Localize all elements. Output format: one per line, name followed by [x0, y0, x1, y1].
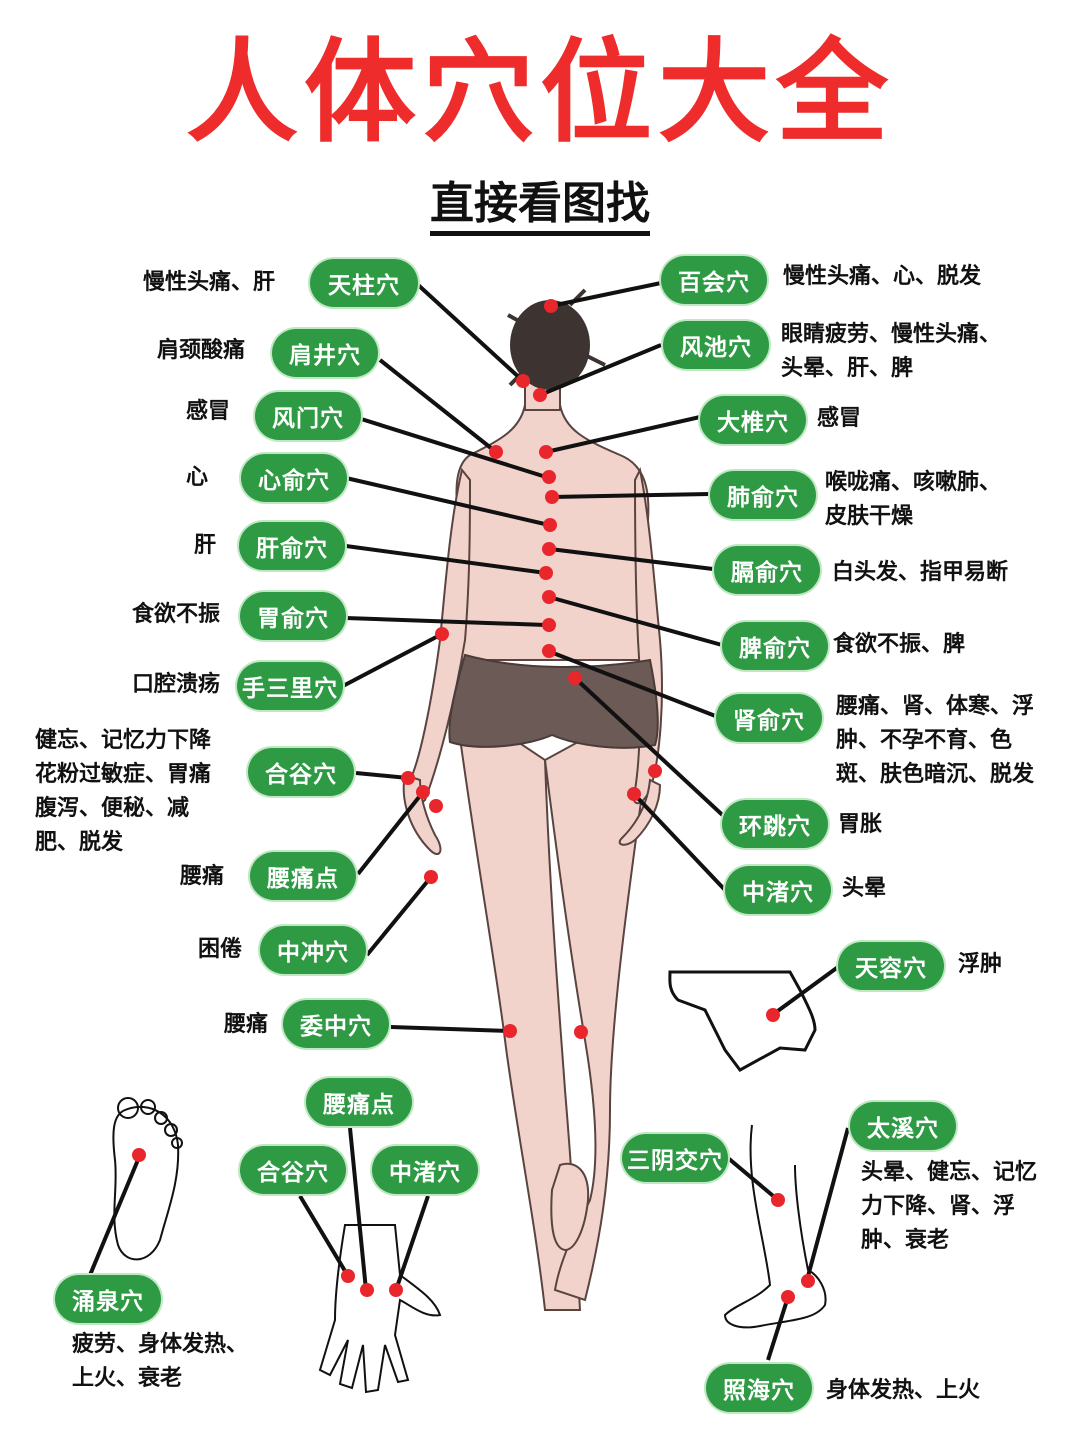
acupoint-ganshu[interactable]: 肝俞穴 [239, 522, 345, 570]
effect-baihui: 慢性头痛、心、脱发 [783, 264, 982, 289]
effect-jianjing: 肩颈酸痛 [156, 338, 245, 363]
acupoint-zhongzhu[interactable]: 中渚穴 [725, 866, 831, 914]
page-title: 人体穴位大全 [186, 28, 894, 158]
acupoint-taixi[interactable]: 太溪穴 [850, 1102, 956, 1150]
effect-xinshu: 心 [185, 465, 208, 490]
effect-hegu: 健忘、记忆力下降 花粉过敏症、胃痛 腹泻、便秘、减 肥、脱发 [35, 728, 212, 855]
body-figure [402, 404, 663, 1311]
neck-sketch [668, 970, 817, 1072]
connector-lines [88, 281, 850, 1361]
effect-tianzhu: 慢性头痛、肝 [142, 270, 275, 295]
effect-ganshu: 肝 [193, 533, 216, 558]
effect-pishu: 食欲不振、脾 [833, 632, 966, 657]
acupoint-tianrong[interactable]: 天容穴 [838, 942, 944, 990]
acupoint-yongquan[interactable]: 涌泉穴 [55, 1275, 161, 1323]
effect-fengmen: 感冒 [185, 399, 230, 424]
effect-dazhui: 感冒 [817, 406, 862, 431]
effect-huantiao: 胃胀 [838, 812, 883, 837]
effect-weishu: 食欲不振 [131, 602, 220, 627]
shorts [448, 653, 659, 749]
acupoint-baihui[interactable]: 百会穴 [661, 256, 767, 304]
effect-taixi: 头晕、健忘、记忆 力下降、肾、浮 肿、衰老 [861, 1160, 1038, 1253]
acupoint-yaotongdian[interactable]: 腰痛点 [250, 852, 356, 900]
acupoint-fengchi[interactable]: 风池穴 [663, 321, 769, 369]
hand-acupoint-hegu[interactable]: 合谷穴 [240, 1146, 346, 1194]
acupoint-feishu[interactable]: 肺俞穴 [710, 471, 816, 519]
effect-tianrong: 浮肿 [958, 952, 1003, 977]
acupoint-jianjing[interactable]: 肩井穴 [272, 329, 378, 377]
acupoint-geshu[interactable]: 膈俞穴 [714, 546, 820, 594]
effect-zhongchong: 困倦 [197, 937, 242, 962]
acupoint-hegu[interactable]: 合谷穴 [248, 748, 354, 796]
effect-yaotongdian: 腰痛 [179, 864, 224, 889]
foot-sole-sketch [112, 1097, 183, 1261]
acupoint-tianzhu[interactable]: 天柱穴 [310, 259, 418, 307]
effect-shenshu: 腰痛、肾、体寒、浮 肿、不孕不育、色 斑、肤色暗沉、脱发 [836, 694, 1035, 787]
effect-geshu: 白头发、指甲易断 [832, 560, 1009, 585]
acupoint-sanyinjiao[interactable]: 三阴交穴 [622, 1134, 728, 1182]
acupoint-xinshu[interactable]: 心俞穴 [241, 454, 347, 502]
hand-acupoint-yaotongdian[interactable]: 腰痛点 [306, 1078, 412, 1126]
page-subtitle: 直接看图找 [0, 176, 1080, 236]
leg-ankle-sketch [723, 1124, 827, 1329]
subtitle-text: 直接看图找 [430, 178, 650, 236]
hand-acupoint-zhongzhu[interactable]: 中渚穴 [372, 1146, 478, 1194]
effect-fengchi: 眼睛疲劳、慢性头痛、 头晕、肝、脾 [781, 322, 1002, 381]
hand-sketch [318, 1224, 442, 1394]
acupoint-pishu[interactable]: 脾俞穴 [722, 622, 828, 670]
effect-zhongzhu: 头晕 [842, 876, 887, 901]
acupoint-shenshu[interactable]: 肾俞穴 [716, 694, 822, 742]
head [507, 288, 606, 411]
effect-weizhong: 腰痛 [223, 1012, 268, 1037]
effect-zhaohai: 身体发热、上火 [826, 1378, 981, 1403]
effect-shousanli: 口腔溃疡 [131, 672, 220, 697]
acupoint-dazhui[interactable]: 大椎穴 [700, 396, 806, 444]
acupoint-weizhong[interactable]: 委中穴 [283, 1000, 389, 1048]
acupoint-huantiao[interactable]: 环跳穴 [722, 800, 828, 848]
acupoint-zhongchong[interactable]: 中冲穴 [260, 926, 366, 974]
acupoint-weishu[interactable]: 胃俞穴 [240, 592, 346, 640]
acupoint-fengmen[interactable]: 风门穴 [255, 392, 361, 440]
effect-feishu: 喉咙痛、咳嗽肺、 皮肤干燥 [825, 470, 1002, 529]
acupoint-shousanli[interactable]: 手三里穴 [237, 662, 343, 710]
acupoint-zhaohai[interactable]: 照海穴 [706, 1364, 812, 1412]
acupoint-dots [132, 299, 815, 1304]
effect-yongquan: 疲劳、身体发热、 上火、衰老 [72, 1332, 249, 1391]
